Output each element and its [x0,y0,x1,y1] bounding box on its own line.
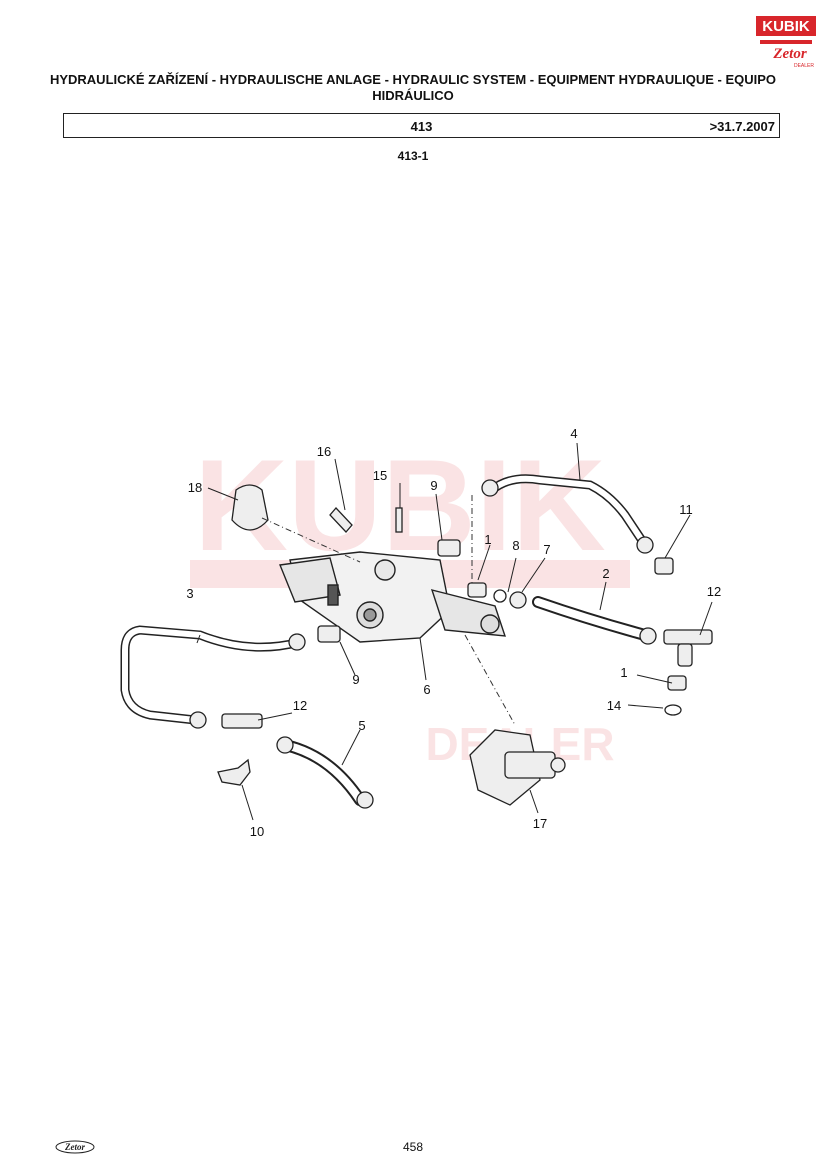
sub-group-number: 413-1 [397,149,429,163]
leader-lines [196,442,713,821]
kubik-zetor-logo: KUBIK Zetor DEALER [756,16,816,69]
group-header-box: 413 >31.7.2007 [63,113,780,138]
callout-3: 3 [186,586,193,601]
callout-7: 7 [543,542,550,557]
callout-8: 8 [512,538,519,553]
callout-1-tee: 1 [620,665,627,680]
page-number: 458 [402,1140,424,1154]
logo-sub: Zetor [772,46,806,62]
callout-12-right: 12 [707,584,721,599]
bracket-17 [469,729,566,806]
guide-lines [261,495,516,726]
callout-12-left: 12 [293,698,307,713]
callout-9-top: 9 [430,478,437,493]
footer-logo-text: Zetor [64,1142,85,1152]
pipe-3 [120,625,305,725]
callout-1-valve: 1 [484,532,491,547]
callout-6: 6 [423,682,430,697]
callout-17: 17 [533,816,547,831]
callout-4: 4 [570,426,577,441]
callout-11: 11 [679,502,693,517]
group-number: 413 [410,119,433,134]
valid-from-date: >31.7.2007 [709,119,775,134]
logo-text: KUBIK [762,18,810,35]
callout-2: 2 [602,566,609,581]
callout-9-bottom: 9 [352,672,359,687]
callout-5: 5 [358,718,365,733]
control-valve-block [279,551,507,643]
logo-dealer: DEALER [794,63,814,69]
callout-16: 16 [317,444,331,459]
callout-18: 18 [188,480,202,495]
callout-14: 14 [607,698,621,713]
hose-5 [279,739,366,806]
fittings [189,479,713,809]
callout-10: 10 [250,824,264,839]
page-title: HYDRAULICKÉ ZAŘÍZENÍ - HYDRAULISCHE ANLA… [49,72,777,103]
hydraulic-parts-diagram: KUBIK DEALER [120,426,721,839]
callout-15: 15 [373,468,387,483]
zetor-footer-logo: Zetor [55,1140,95,1154]
